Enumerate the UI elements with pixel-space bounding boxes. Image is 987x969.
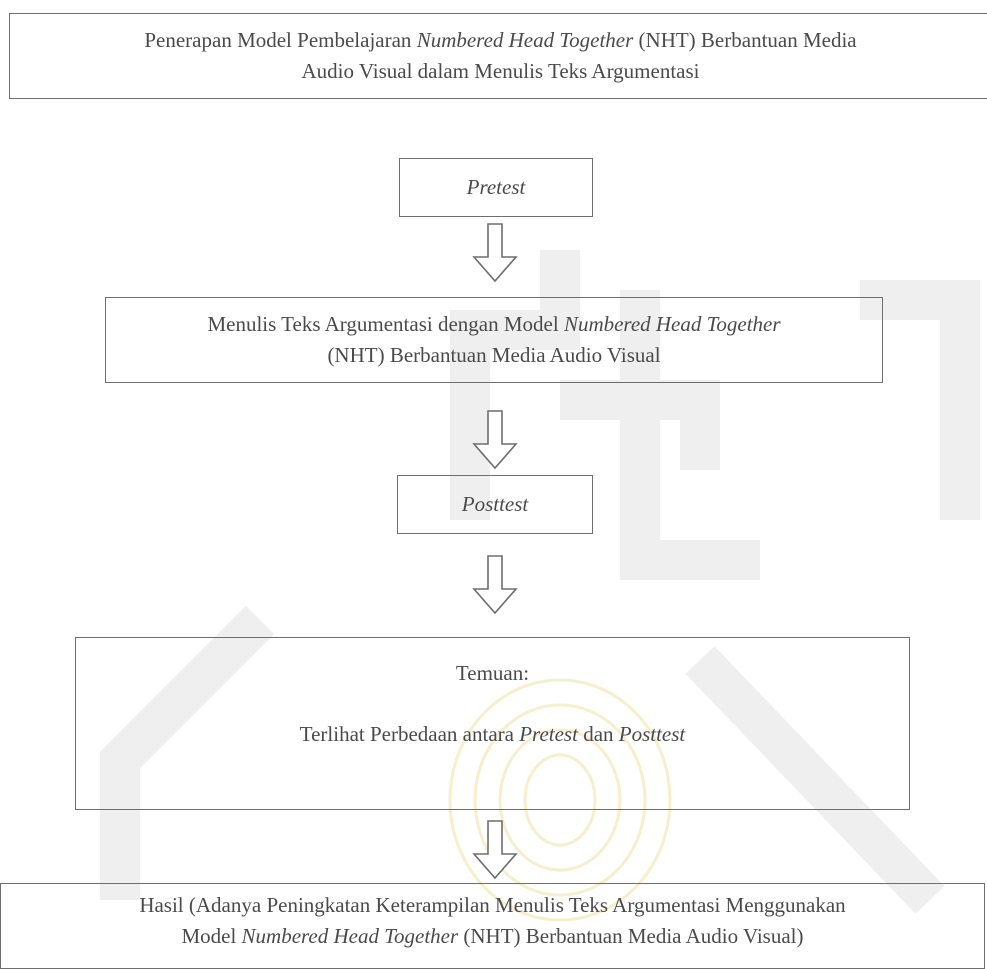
findings-heading: Temuan: bbox=[455, 661, 530, 685]
hollow-down-arrow-icon bbox=[472, 223, 518, 283]
findings-text-a: Terlihat Perbedaan antara bbox=[299, 722, 520, 746]
pretest-box: Pretest bbox=[399, 158, 593, 217]
posttest-label: Posttest bbox=[461, 492, 529, 516]
writing-line-1: Menulis Teks Argumentasi dengan Model Nu… bbox=[207, 309, 780, 340]
findings-pretest: Pretest bbox=[519, 722, 578, 746]
result-text-italic: Numbered Head Together bbox=[241, 924, 459, 948]
hollow-down-arrow-icon bbox=[472, 820, 518, 880]
title-text-italic: Numbered Head Together bbox=[416, 28, 634, 52]
flow-arrow-4 bbox=[472, 820, 518, 880]
hollow-down-arrow-icon bbox=[472, 410, 518, 470]
title-box: Penerapan Model Pembelajaran Numbered He… bbox=[9, 13, 987, 99]
findings-line: Terlihat Perbedaan antara Pretest dan Po… bbox=[300, 719, 686, 750]
flow-arrow-2 bbox=[472, 410, 518, 470]
result-box: Hasil (Adanya Peningkatan Keterampilan M… bbox=[0, 883, 985, 969]
posttest-box: Posttest bbox=[397, 475, 593, 534]
flow-arrow-1 bbox=[472, 223, 518, 283]
title-text-c: (NHT) Berbantuan Media bbox=[633, 28, 857, 52]
writing-text-a: Menulis Teks Argumentasi dengan Model bbox=[207, 312, 564, 336]
result-line-1: Hasil (Adanya Peningkatan Keterampilan M… bbox=[139, 893, 846, 917]
result-text-a: Model bbox=[181, 924, 242, 948]
findings-text-c: dan bbox=[577, 722, 619, 746]
writing-text-italic: Numbered Head Together bbox=[563, 312, 781, 336]
title-line-1: Penerapan Model Pembelajaran Numbered He… bbox=[144, 25, 856, 56]
findings-box: Temuan: Terlihat Perbedaan antara Pretes… bbox=[75, 637, 910, 810]
title-text-a: Penerapan Model Pembelajaran bbox=[144, 28, 417, 52]
pretest-label: Pretest bbox=[466, 175, 526, 199]
result-text-c: (NHT) Berbantuan Media Audio Visual) bbox=[458, 924, 804, 948]
hollow-down-arrow-icon bbox=[472, 555, 518, 615]
title-line-2: Audio Visual dalam Menulis Teks Argument… bbox=[301, 59, 700, 83]
flow-arrow-3 bbox=[472, 555, 518, 615]
writing-box: Menulis Teks Argumentasi dengan Model Nu… bbox=[105, 297, 883, 383]
writing-line-2: (NHT) Berbantuan Media Audio Visual bbox=[327, 343, 661, 367]
findings-posttest: Posttest bbox=[618, 722, 686, 746]
